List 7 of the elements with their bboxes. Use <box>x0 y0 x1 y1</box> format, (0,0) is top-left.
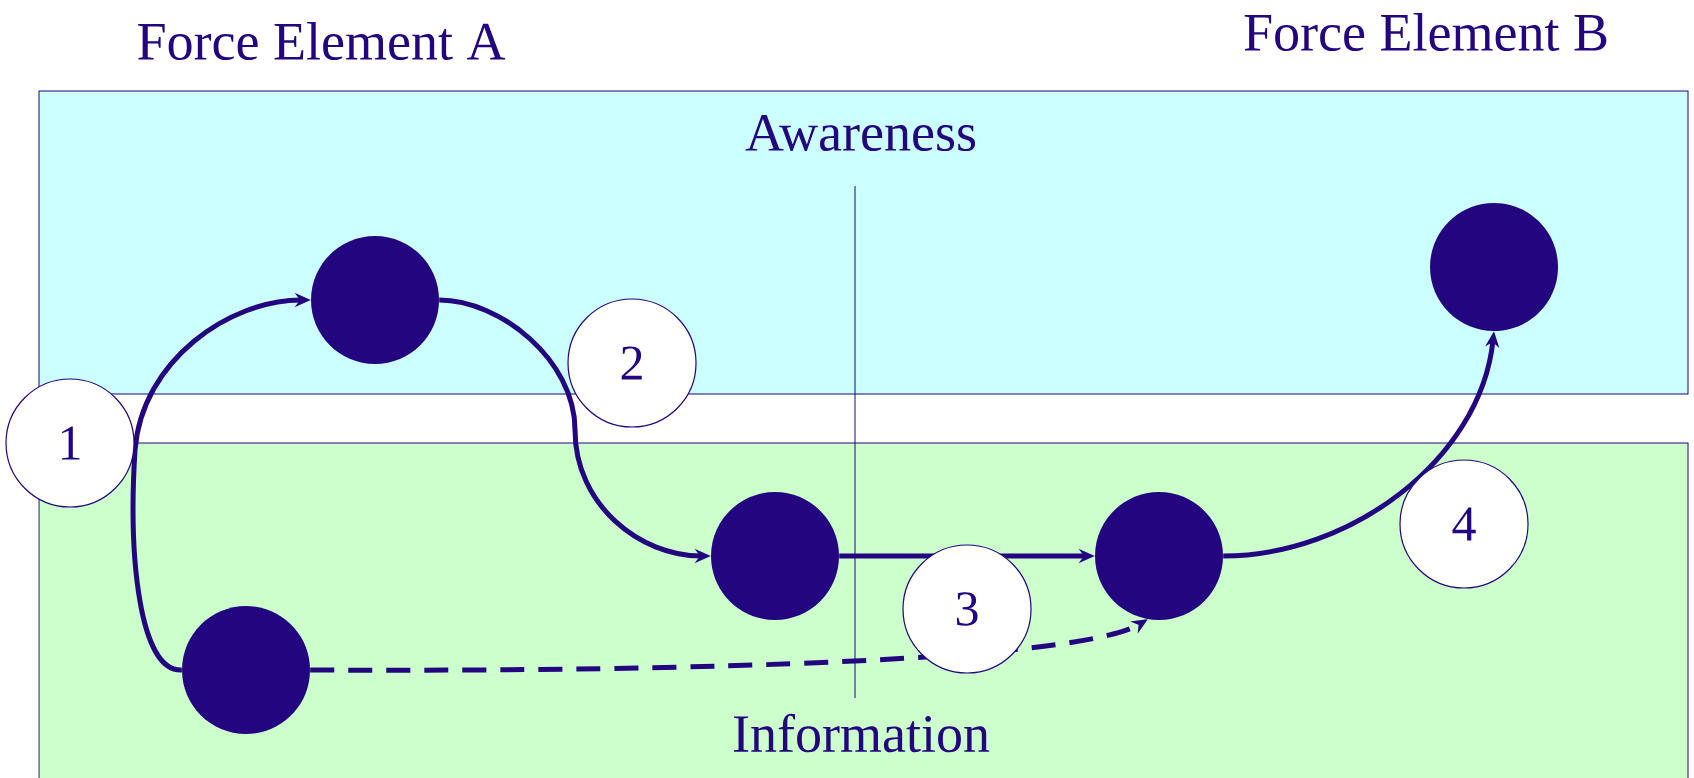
dot <box>711 492 839 620</box>
dot <box>311 236 439 364</box>
heading: Force Element B <box>1244 13 1607 51</box>
dot <box>1095 492 1223 620</box>
dot <box>1430 203 1558 331</box>
heading: Force Element A <box>138 22 506 60</box>
dot <box>182 606 310 734</box>
